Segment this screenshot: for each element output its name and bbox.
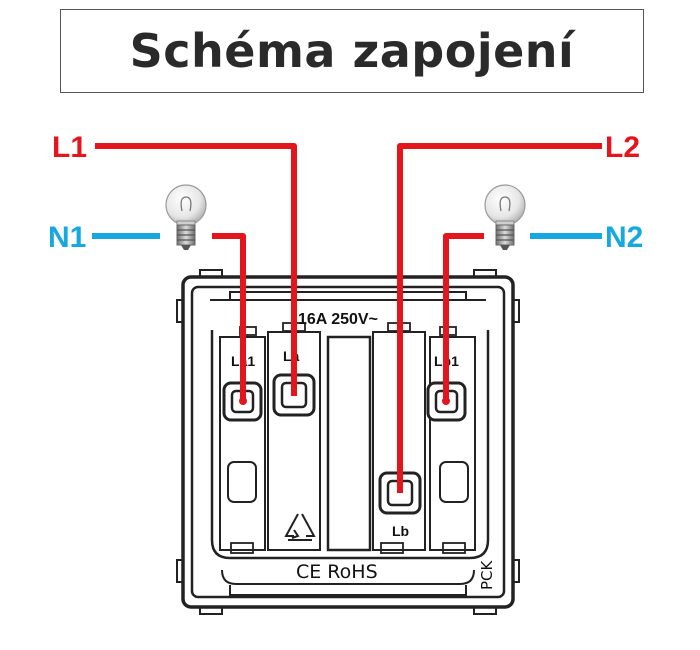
wire-label-n2: N2 (605, 221, 643, 254)
switch-body (176, 269, 520, 615)
terminal-lb-label: Lb (392, 523, 409, 539)
wire-lamp2-lb1 (443, 233, 484, 401)
wire-l1 (95, 143, 297, 396)
light-bulb-icon (165, 184, 207, 250)
terminal-la1-contact (239, 397, 247, 405)
compliance-marks: CE RoHS (296, 561, 378, 583)
page-title: Schéma zapojení (129, 24, 575, 78)
wire-label-n1: N1 (48, 221, 86, 254)
terminal-lb1-contact (442, 397, 450, 405)
light-bulb-icon (484, 184, 526, 250)
wire-label-l2: L2 (605, 131, 640, 164)
wire-label-l1: L1 (52, 131, 87, 164)
wire-l2 (397, 143, 602, 493)
recycle-icon (284, 513, 316, 541)
brand-label: PCK (478, 559, 496, 590)
wire-lamp1-la1 (212, 233, 246, 401)
rating-label: 16A 250V~ (298, 311, 378, 328)
title-box: Schéma zapojení (60, 9, 644, 93)
